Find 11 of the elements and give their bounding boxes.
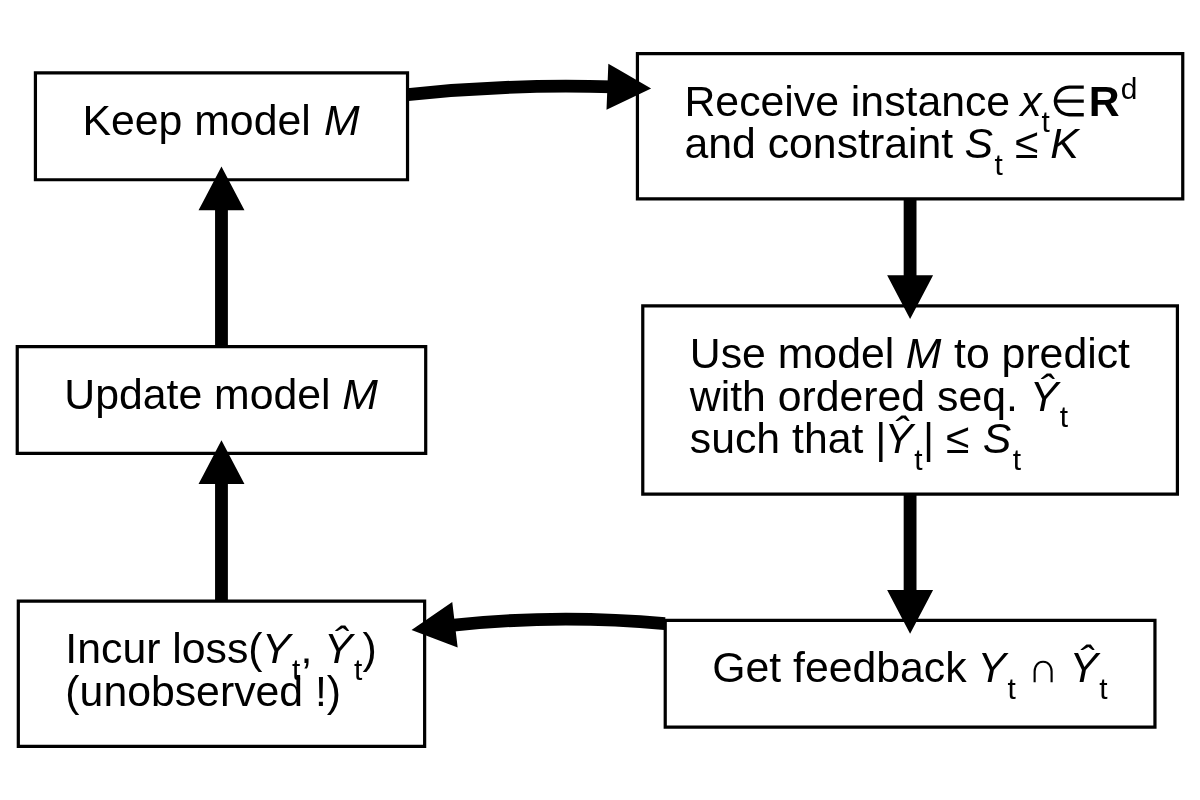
arrow: [411, 601, 666, 648]
node-box: Update model M: [15, 344, 428, 456]
arrow: [407, 63, 652, 110]
arrow: [198, 166, 245, 347]
node-box: Keep model M: [33, 71, 410, 182]
arrow: [887, 494, 934, 634]
arrow: [887, 199, 934, 319]
node-box: Receive instance x$_{t}$∈R$^{d}$ and constraint S$_{t}$ ≤ K: [635, 51, 1185, 201]
node-box: Use model M to predict with ordered seq. Ŷ$_{t}$ such that |Ŷ$_{t}$| ≤ S$_{t}$: [641, 304, 1179, 496]
node-box: Get feedback Y$_{t}$ ∩ Ŷ$_{t}$: [663, 618, 1157, 729]
arrow: [198, 440, 245, 601]
